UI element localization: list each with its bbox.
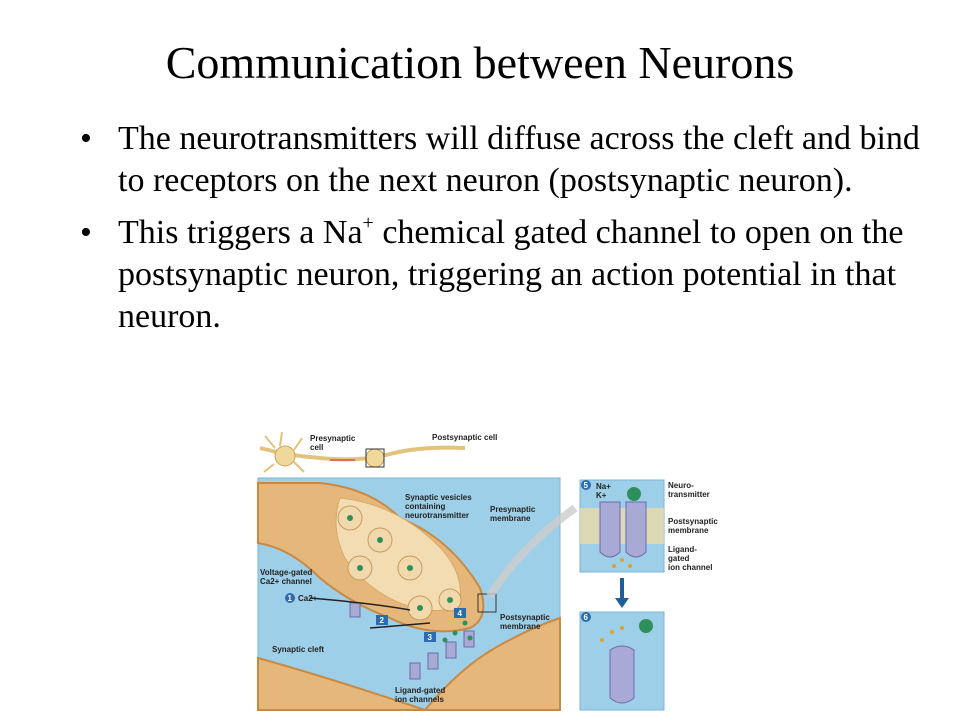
bullet-list: • The neurotransmitters will diffuse acr…	[80, 118, 930, 348]
bullet-item: • This triggers a Na+ chemical gated cha…	[80, 212, 930, 338]
label-presynaptic-membrane-1: Presynaptic	[490, 505, 536, 514]
label-neurotransmitter-1: Neuro-	[668, 481, 694, 490]
label-ligand-gated-channels-2: ion channels	[395, 695, 444, 704]
vesicles	[337, 505, 462, 621]
step-4-label: 4	[458, 609, 463, 618]
label-ligand-gated-1: Ligand-	[668, 545, 697, 554]
label-calcium: Ca2+	[298, 594, 318, 603]
step-6-label: 6	[584, 613, 589, 622]
label-voltage-gated-1: Voltage-gated	[260, 568, 312, 577]
bullet-text-end: chemical gated channel to open on the po…	[118, 214, 904, 335]
label-ligand-gated-3: ion channel	[668, 563, 712, 572]
label-presynaptic-cell: Presynaptic	[310, 434, 356, 443]
label-vesicles-3: neurotransmitter	[405, 511, 469, 520]
bullet-item: • The neurotransmitters will diffuse acr…	[80, 118, 930, 202]
label-postsynaptic-membrane-1: Postsynaptic	[500, 613, 550, 622]
step-2-label: 2	[380, 616, 385, 625]
label-ligand-gated-channels-1: Ligand-gated	[395, 686, 445, 695]
label-sodium: Na+	[596, 482, 611, 491]
label-neurotransmitter-2: transmitter	[668, 490, 710, 499]
step-badges: 1 2 3 4	[285, 593, 466, 642]
label-synaptic-cleft: Synaptic cleft	[272, 645, 324, 654]
neuron-overview-illustration: Presynaptic cell Postsynaptic cell	[259, 431, 497, 473]
channel-inset-closed: 6	[579, 611, 665, 711]
label-ligand-gated-2: gated	[668, 554, 689, 563]
step-1-label: 1	[288, 594, 293, 603]
label-potassium: K+	[596, 491, 607, 500]
bullet-text-start: This triggers a Na	[118, 214, 363, 251]
sodium-charge-superscript: +	[362, 212, 374, 234]
neurotransmitter-molecules	[442, 620, 473, 643]
label-inset-postsynaptic-1: Postsynaptic	[668, 517, 718, 526]
bullet-text: The neurotransmitters will diffuse acros…	[118, 120, 920, 199]
label-postsynaptic-cell: Postsynaptic cell	[432, 433, 497, 442]
bullet-dot-icon: •	[80, 120, 92, 157]
slide-title: Communication between Neurons	[165, 37, 795, 88]
synapse-main-panel: 1 2 3 4 Synaptic vesicles containing neu…	[257, 477, 561, 711]
channel-inset-open: 5 Na+ K+	[579, 479, 665, 573]
synapse-diagram: Presynaptic cell Postsynaptic cell	[257, 431, 718, 711]
label-voltage-gated-2: Ca2+ channel	[260, 577, 312, 586]
step-3-label: 3	[428, 633, 433, 642]
label-presynaptic-cell-2: cell	[310, 443, 323, 452]
label-inset-postsynaptic-2: membrane	[668, 526, 709, 535]
label-postsynaptic-membrane-2: membrane	[500, 622, 541, 631]
step-5-label: 5	[584, 481, 589, 490]
label-presynaptic-membrane-2: membrane	[490, 514, 531, 523]
label-vesicles-2: containing	[405, 502, 446, 511]
label-vesicles-1: Synaptic vesicles	[405, 493, 472, 502]
bullet-dot-icon: •	[80, 214, 92, 251]
